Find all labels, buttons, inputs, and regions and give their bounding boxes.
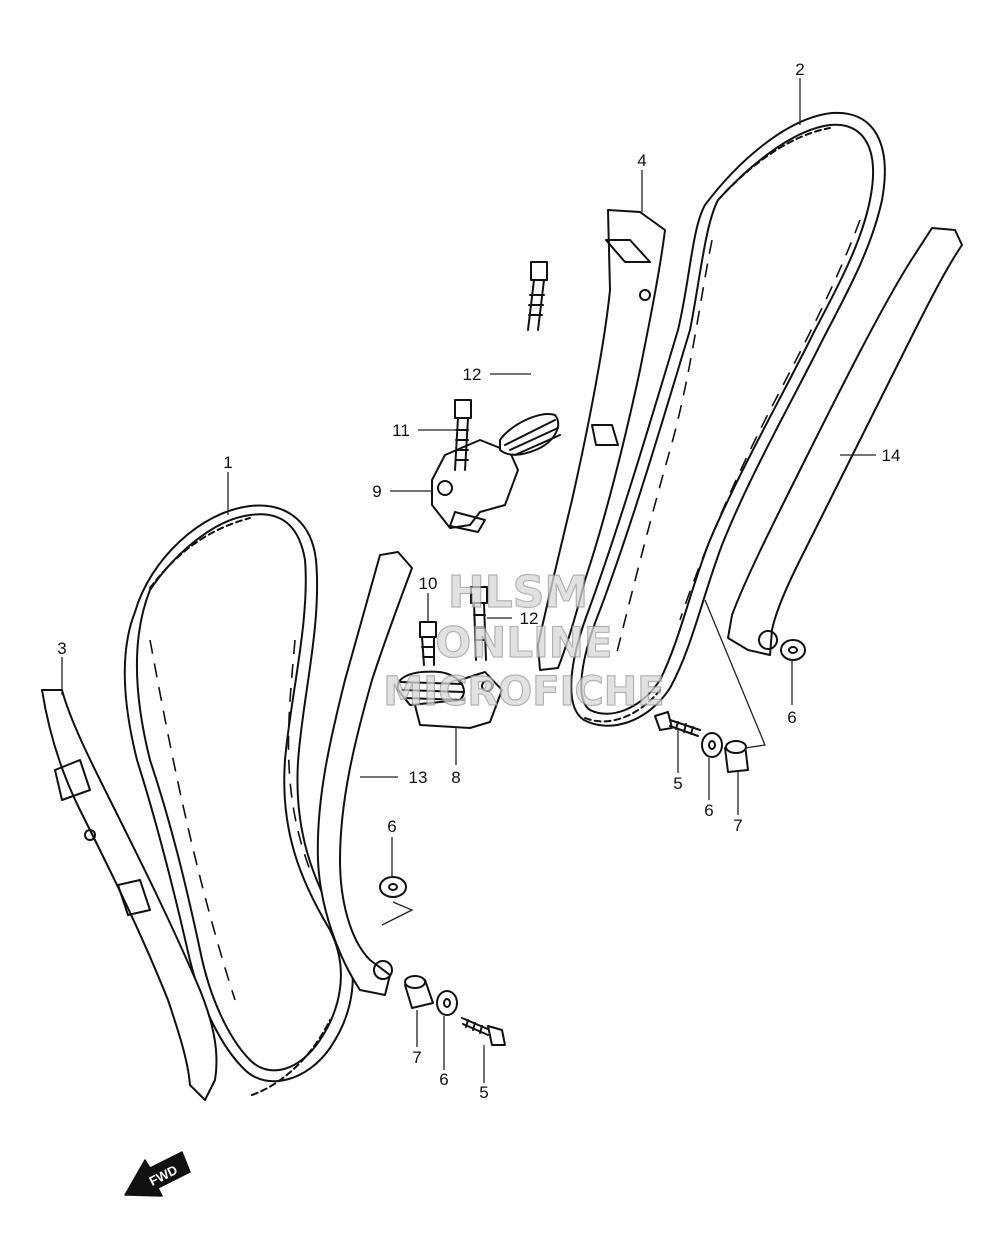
callout-11: 11 [392,421,410,440]
callout-8: 8 [451,768,460,787]
fwd-arrow-icon: FWD [124,1151,191,1197]
callout-2: 2 [795,60,804,79]
washer-6-right-lower [701,732,723,758]
cam-chain-tensioner-lower [396,670,503,729]
callout-4: 4 [637,151,646,170]
callout-14: 14 [882,446,901,465]
callout-13: 13 [409,768,428,787]
callout-5-right: 5 [673,774,682,793]
spacer-7-left [404,975,434,1009]
callout-labels: 1 2 3 4 5 5 6 6 6 6 7 7 8 9 10 11 12 12 … [57,60,900,1102]
callout-12-lower: 12 [520,609,539,628]
callout-9: 9 [372,482,381,501]
callout-6-left-upper: 6 [387,817,396,836]
cam-chain-tensioner-upper [431,413,561,533]
bolt-10 [419,621,437,666]
bolt-5-right [654,711,701,737]
callout-10: 10 [419,574,438,593]
callout-7-left: 7 [412,1048,421,1067]
bolt-12-lower [470,586,488,661]
bolt-11 [454,399,472,471]
washer-6-right-upper [780,639,806,661]
leader-lines [61,78,876,1083]
washer-6-left-lower [436,990,458,1016]
bolt-12-upper [527,261,548,331]
callout-12-upper: 12 [463,365,482,384]
callout-5-left: 5 [479,1083,488,1102]
callout-6-left-lower: 6 [439,1070,448,1089]
chain-links-top [149,517,331,1096]
callout-7-right: 7 [733,816,742,835]
watermark: HLSM ONLINE MICROFICHE [383,566,665,715]
callout-1: 1 [223,453,232,472]
tensioner-arm-rear [727,227,963,656]
callout-6-right-upper: 6 [787,708,796,727]
watermark-line-3: MICROFICHE [383,669,664,715]
callout-6-right-lower: 6 [704,801,713,820]
watermark-line-2: ONLINE [435,618,612,667]
washer-6-left-upper [379,876,407,898]
watermark-line-1: HLSM [448,567,588,618]
cam-chain-rear [570,111,886,727]
cam-chain-front [123,504,354,1096]
callout-3: 3 [57,639,66,658]
bolt-5-left [461,1017,506,1046]
chain-guide-front [41,689,218,1101]
spacer-7-right [724,740,749,773]
tensioner-arm-front [316,551,413,996]
chain-guide-rear [537,209,666,671]
